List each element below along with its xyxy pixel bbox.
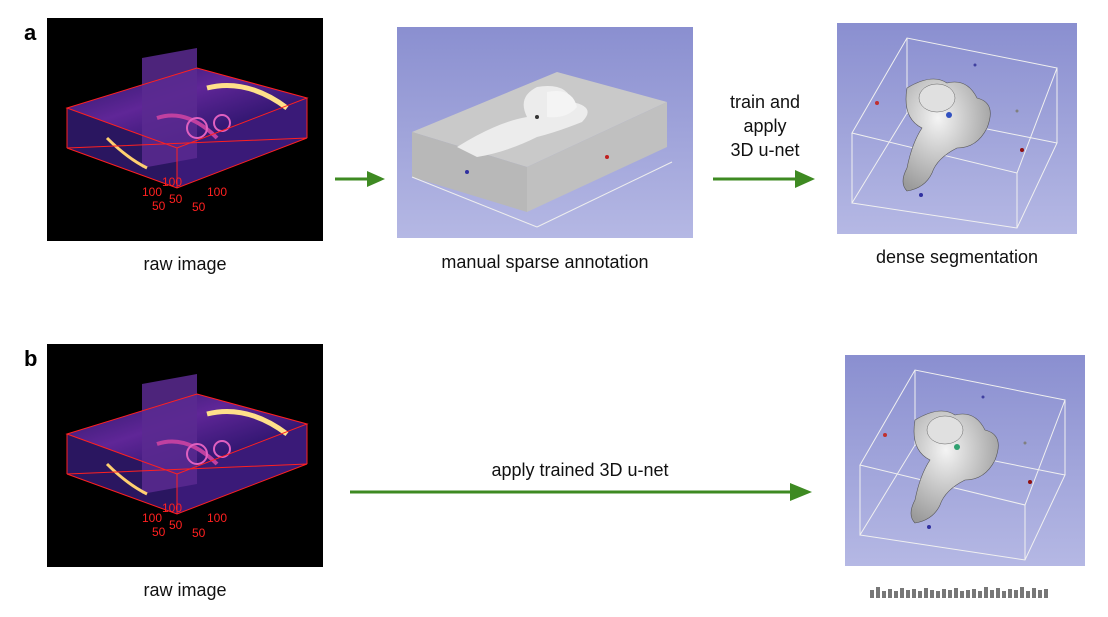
panel-letter-b: b xyxy=(24,346,38,371)
garbled-caption-b xyxy=(870,582,1048,598)
arrow-b xyxy=(350,483,812,501)
axis-label: 50 xyxy=(192,200,206,214)
step-label-train-apply: train and apply 3D u-net xyxy=(700,90,830,162)
axis-label: 50 xyxy=(192,526,206,540)
segmentation-image-b xyxy=(845,355,1085,566)
axis-label: 50 xyxy=(152,199,166,213)
axis-label: 50 xyxy=(169,518,183,532)
axis-label: 100 xyxy=(207,511,227,525)
axis-label: 50 xyxy=(152,525,166,539)
axis-label: 50 xyxy=(169,192,183,206)
raw-image-a: 100 100 50 50 100 50 xyxy=(47,18,323,241)
axis-label: 100 xyxy=(162,501,182,515)
step-label-apply-trained: apply trained 3D u-net xyxy=(491,460,669,480)
segmentation-image-a xyxy=(837,23,1077,234)
step-label-line: train and xyxy=(729,92,801,112)
axis-label: 100 xyxy=(142,511,162,525)
panel-letter-a: a xyxy=(24,20,37,45)
segmentation-caption-a: dense segmentation xyxy=(875,247,1039,267)
arrow-a2 xyxy=(713,170,815,188)
raw-image-caption-b: raw image xyxy=(143,580,227,600)
raw-image-b: 100 100 50 50 100 50 xyxy=(47,344,323,567)
raw-image-caption-a: raw image xyxy=(143,254,227,274)
step-label-line: 3D u-net xyxy=(730,140,800,160)
arrow-a1 xyxy=(335,171,385,187)
axis-label: 100 xyxy=(162,175,182,189)
step-label-line: apply xyxy=(743,116,787,136)
axis-label: 100 xyxy=(142,185,162,199)
annotation-image xyxy=(397,27,693,238)
axis-label: 100 xyxy=(207,185,227,199)
annotation-caption: manual sparse annotation xyxy=(441,252,649,272)
